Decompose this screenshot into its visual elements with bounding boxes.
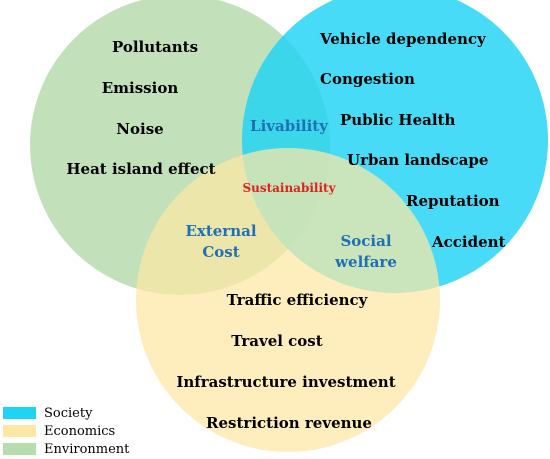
economics-item: Travel cost	[231, 332, 322, 350]
external-cost-label-line2: Cost	[202, 243, 239, 261]
legend-item-society: Society	[3, 405, 129, 421]
external-cost-label-line1: External	[185, 222, 256, 240]
legend-item-economics: Economics	[3, 423, 129, 439]
society-item: Congestion	[320, 70, 415, 88]
economics-circle	[136, 148, 440, 452]
society-item: Urban landscape	[347, 151, 488, 169]
economics-item: Traffic efficiency	[227, 291, 369, 309]
society-item: Public Health	[340, 111, 455, 129]
legend-item-environment: Environment	[3, 441, 129, 457]
sustainability-label: Sustainability	[242, 181, 336, 195]
environment-item: Heat island effect	[66, 160, 215, 178]
legend-label: Environment	[44, 441, 130, 457]
legend-label: Society	[44, 405, 93, 421]
society-item: Accident	[431, 233, 506, 251]
economics-item: Restriction revenue	[206, 414, 372, 432]
social-welfare-label-line1: Social	[340, 232, 391, 250]
legend: Society Economics Environment	[3, 405, 129, 459]
livability-label: Livability	[250, 117, 329, 135]
legend-swatch	[3, 443, 36, 455]
society-item: Reputation	[406, 192, 500, 210]
social-welfare-label-line2: welfare	[334, 253, 397, 271]
environment-item: Emission	[102, 79, 179, 97]
society-item: Vehicle dependency	[319, 30, 487, 48]
legend-label: Economics	[44, 423, 116, 439]
environment-item: Noise	[116, 120, 163, 138]
legend-swatch	[3, 425, 36, 437]
legend-swatch	[3, 407, 36, 419]
economics-item: Infrastructure investment	[176, 373, 395, 391]
environment-item: Pollutants	[112, 38, 198, 56]
